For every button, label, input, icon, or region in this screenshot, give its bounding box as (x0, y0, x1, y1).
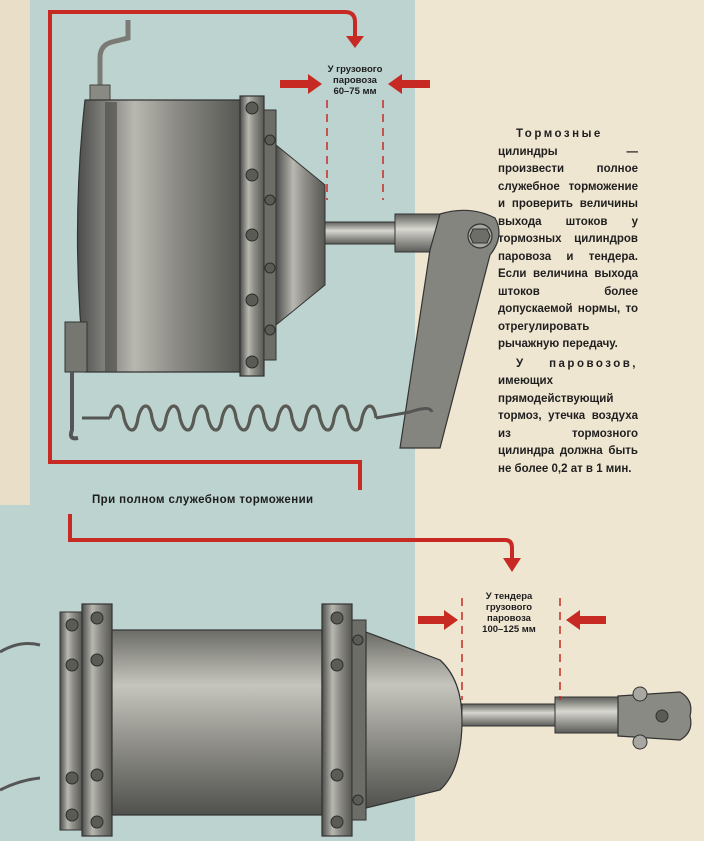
paragraph-2: У паровозов, имеющих прямодействующий то… (498, 356, 638, 479)
bottom-red-connector (68, 514, 514, 560)
instruction-text: Тормозные цилиндры — произвести полное с… (498, 126, 638, 478)
top-stroke-marker (280, 74, 430, 200)
top-brake-cylinder (64, 20, 500, 449)
paragraph-1-lead: Тормозные (516, 128, 603, 140)
bottom-stroke-marker (418, 598, 606, 700)
bottom-stroke-note: У тендера грузового паровоза 100–125 мм (482, 591, 536, 635)
top-figure-caption: При полном служебном торможении (92, 494, 314, 506)
paragraph-2-lead: У паровозов, (516, 357, 638, 370)
paragraph-1: Тормозные цилиндры — произвести полное с… (498, 126, 638, 354)
paragraph-1-body: цилиндры — произвести полное служебное т… (498, 145, 638, 351)
bottom-brake-cylinder (0, 603, 692, 837)
top-stroke-note: У грузового паровоза 60–75 мм (327, 64, 383, 97)
paragraph-2-body: имеющих прямодействующий тормоз, утечка … (498, 375, 638, 475)
top-red-frame (48, 10, 362, 490)
